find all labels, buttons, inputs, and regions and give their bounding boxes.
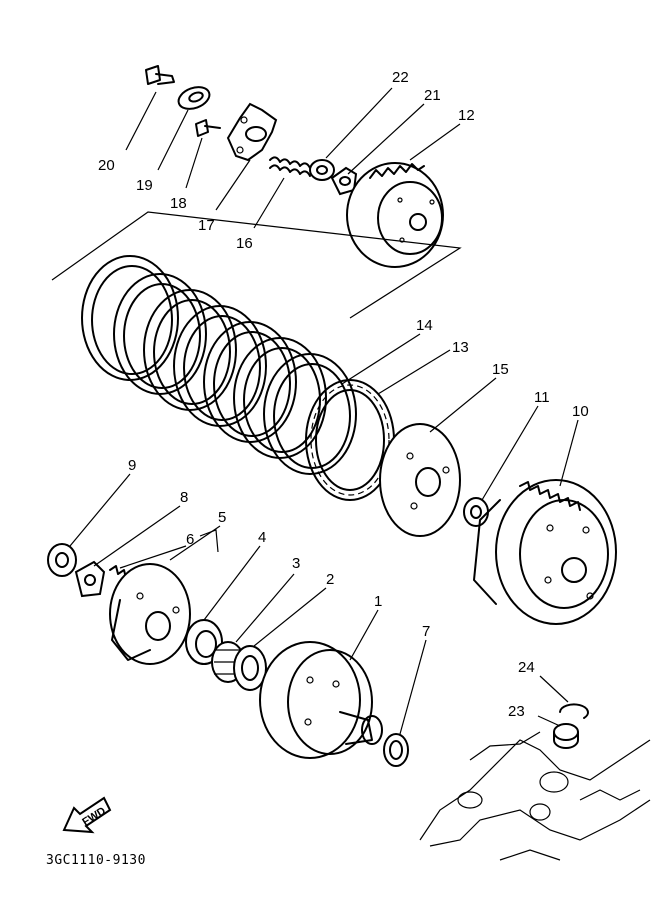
pressure-plate-17-drawing: [226, 102, 278, 162]
washer-11-drawing: [463, 497, 489, 527]
part-number-5: 5: [218, 509, 226, 526]
clutch-housing-1-drawing: [259, 641, 383, 759]
plate-15-drawing: [379, 423, 461, 537]
leader-lines: [69, 87, 579, 735]
part-number-20: 20: [98, 157, 115, 174]
bolt-20-drawing: [145, 65, 175, 85]
part-number-24: 24: [518, 659, 535, 676]
part-number-11: 11: [534, 389, 550, 406]
part-number-7: 7: [422, 623, 430, 640]
part-number-13: 13: [452, 339, 469, 356]
part-number-15: 15: [492, 361, 509, 378]
part-number-16: 16: [236, 235, 253, 252]
part-number-22: 22: [392, 69, 409, 86]
bearing-19-drawing: [177, 86, 211, 110]
part-number-23: 23: [508, 703, 525, 720]
part-number-21: 21: [424, 87, 441, 104]
forward-arrow-icon: FWD: [62, 796, 112, 834]
crankcase-fragment: [419, 731, 651, 861]
one-way-clutch-2-drawing: [233, 645, 267, 691]
washer-9-drawing: [47, 543, 77, 577]
part-number-3: 3: [292, 555, 300, 572]
part-number-1: 1: [374, 593, 382, 610]
plug-23-drawing: [553, 723, 579, 749]
clutch-boss-12-drawing: [346, 162, 444, 268]
part-number-12: 12: [458, 107, 475, 124]
drawing-code: 3GC1110-9130: [46, 853, 146, 868]
part-number-2: 2: [326, 571, 334, 588]
part-number-19: 19: [136, 177, 153, 194]
part-number-9: 9: [128, 457, 136, 474]
clutch-carrier-5-drawing: [109, 563, 191, 665]
primary-driven-gear-10-drawing: [473, 479, 617, 625]
part-number-8: 8: [180, 489, 188, 506]
spring-16-drawing: [269, 156, 311, 177]
part-5-bracket: [199, 529, 219, 553]
screw-18-drawing: [195, 119, 221, 137]
part-number-14: 14: [416, 317, 433, 334]
lock-washer-21-drawing: [330, 166, 358, 196]
plate-8-drawing: [74, 560, 106, 598]
clutch-plate-stack: [81, 255, 357, 475]
washer-7-drawing: [383, 733, 409, 767]
plate-set-bracket: [51, 211, 462, 319]
part-number-10: 10: [572, 403, 589, 420]
part-number-6: 6: [186, 531, 194, 548]
part-number-18: 18: [170, 195, 187, 212]
part-number-17: 17: [198, 217, 215, 234]
nut-22-drawing: [309, 159, 335, 181]
part-number-4: 4: [258, 529, 266, 546]
circlip-24-drawing: [559, 703, 589, 719]
